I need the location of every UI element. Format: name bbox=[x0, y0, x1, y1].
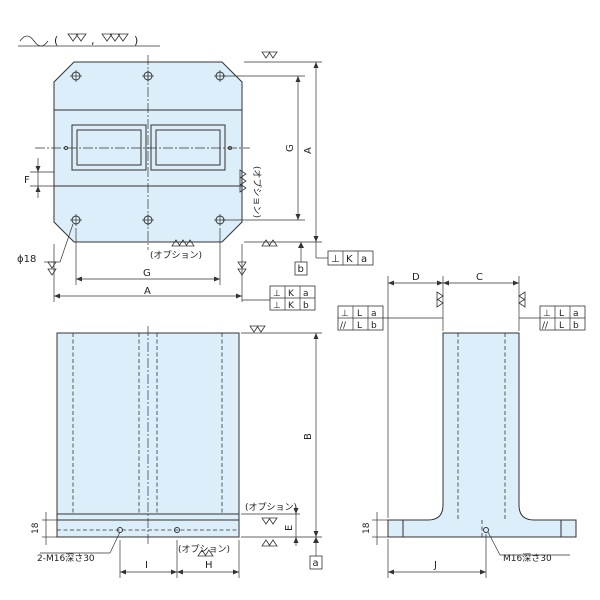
dim-18-front-label: 18 bbox=[31, 522, 41, 534]
tol-frame-1-symbol: ⊥ bbox=[331, 254, 340, 265]
dim-d-arrows bbox=[388, 280, 443, 286]
tol-frame-3: ⊥ L a // L b bbox=[337, 305, 384, 331]
tol-frame-2-r1-symbol: ⊥ bbox=[273, 289, 281, 299]
phi18-label: ϕ18 bbox=[17, 254, 36, 265]
dim-d-label: D bbox=[412, 272, 420, 283]
tol-frame-2-r1-k: K bbox=[288, 289, 295, 299]
dim-e-label: E bbox=[284, 525, 295, 531]
option-label-top-bottom: (オプション) bbox=[150, 250, 202, 261]
finish-mark-side-right bbox=[518, 291, 526, 308]
datum-b-box bbox=[294, 261, 308, 276]
small-hole-right bbox=[228, 146, 232, 150]
tol-frame-3-r2-symbol: // bbox=[340, 321, 347, 331]
finish-comma: , bbox=[91, 34, 95, 47]
tol-frame-2-r1-datum: a bbox=[303, 289, 309, 299]
finish-mark-front-option bbox=[261, 517, 278, 525]
window-right-inner bbox=[155, 129, 221, 166]
tol-frame-4-r1-datum: a bbox=[573, 309, 579, 319]
dim-a-v-label: A bbox=[303, 147, 314, 154]
tol-frame-4-r2-l: L bbox=[559, 321, 564, 331]
datum-b-triangle bbox=[298, 242, 304, 248]
tol-frame-4-r2-symbol: // bbox=[542, 321, 549, 331]
option-label-front-side: (オプション) bbox=[245, 502, 297, 513]
side-tap-hole bbox=[483, 527, 489, 533]
window-left-inner bbox=[76, 129, 142, 166]
dim-i-arrows bbox=[120, 569, 177, 575]
datum-a-box bbox=[309, 555, 323, 570]
finish-mark-front-bottom bbox=[261, 539, 278, 547]
finish-mark-side-left bbox=[436, 291, 444, 308]
triple-triangle-finish-icon bbox=[101, 33, 129, 42]
finish-mark-top bbox=[261, 51, 278, 59]
dim-h-label: H bbox=[205, 560, 213, 571]
tol-frame-2: ⊥ K a ⊥ K b bbox=[269, 285, 316, 311]
tol-frame-4-r2-datum: b bbox=[573, 321, 579, 331]
wave-finish-symbol bbox=[19, 35, 49, 47]
dim-18-side-label: 18 bbox=[362, 522, 372, 534]
dim-i-label: I bbox=[145, 560, 148, 571]
finish-mark-left-bottom bbox=[47, 261, 57, 276]
datum-a-triangle bbox=[313, 537, 319, 543]
dim-b-label: B bbox=[303, 433, 314, 440]
phi18-leader bbox=[59, 223, 74, 263]
tol-frame-4: ⊥ L a // L b bbox=[539, 305, 586, 331]
hole-5 bbox=[142, 214, 154, 226]
datum-b-label: b bbox=[298, 264, 304, 275]
side-view: D C ⊥ L a // L b ⊥ L bbox=[337, 272, 586, 578]
small-hole-left bbox=[64, 146, 68, 150]
tol-frame-2-r2-datum: b bbox=[303, 301, 309, 311]
tol-frame-1-k: K bbox=[346, 254, 353, 265]
tol-frame-3-r1-datum: a bbox=[371, 309, 377, 319]
side-view-body bbox=[387, 332, 577, 538]
hole-1 bbox=[70, 70, 82, 82]
finish-mark-option-bottom bbox=[171, 239, 195, 247]
tap-side-label: M16深さ30 bbox=[503, 553, 552, 564]
top-view: (オプション) (オプション) F G A b ⊥ K bbox=[17, 51, 374, 311]
hole-4 bbox=[70, 214, 82, 226]
option-label-front-bottom: (オプション) bbox=[178, 544, 230, 555]
window-left bbox=[71, 124, 147, 171]
tol-frame-3-r1-l: L bbox=[357, 309, 362, 319]
window-right bbox=[150, 124, 226, 171]
tol-frame-2-r2-symbol: ⊥ bbox=[273, 301, 281, 311]
double-triangle-finish-icon bbox=[67, 33, 87, 42]
tol-frame-1: ⊥ K a bbox=[327, 250, 374, 266]
finish-mark-front-top bbox=[249, 325, 266, 333]
finish-mark-bottom-right bbox=[261, 239, 278, 247]
hole-2 bbox=[142, 70, 154, 82]
front-view: (オプション) (オプション) B E a 18 2-M16深さ30 I bbox=[31, 325, 323, 578]
tol-frame-1-datum: a bbox=[361, 254, 367, 265]
dim-f-arrows bbox=[35, 166, 41, 192]
dim-f-label: F bbox=[24, 175, 30, 186]
finish-open-paren: ( bbox=[54, 34, 58, 47]
tol-frame-4-r1-l: L bbox=[559, 309, 564, 319]
dim-g-v-label: G bbox=[285, 144, 296, 152]
tap-front-label: 2-M16深さ30 bbox=[37, 553, 95, 564]
finish-close-paren: ) bbox=[134, 34, 138, 47]
tol-frame-3-r2-l: L bbox=[357, 321, 362, 331]
datum-a-label: a bbox=[313, 558, 319, 569]
dim-g-h-label: G bbox=[143, 268, 151, 279]
tap-side-leader bbox=[487, 531, 501, 556]
tap-front-leader bbox=[109, 531, 121, 554]
dim-c-label: C bbox=[476, 272, 483, 283]
dim-j-label: J bbox=[433, 560, 437, 571]
tol-frame-2-r2-k: K bbox=[288, 301, 295, 311]
tol-frame-4-r1-symbol: ⊥ bbox=[543, 309, 551, 319]
dim-a-h-label: A bbox=[144, 286, 151, 297]
surface-finish-header: ( , ) bbox=[18, 33, 160, 47]
option-label-top-side: (オプション) bbox=[251, 166, 262, 218]
tol-frame-3-r1-symbol: ⊥ bbox=[341, 309, 349, 319]
finish-mark-option-side bbox=[239, 169, 247, 193]
tol-frame-3-r2-datum: b bbox=[371, 321, 377, 331]
finish-mark-front-option-bottom bbox=[197, 549, 214, 557]
